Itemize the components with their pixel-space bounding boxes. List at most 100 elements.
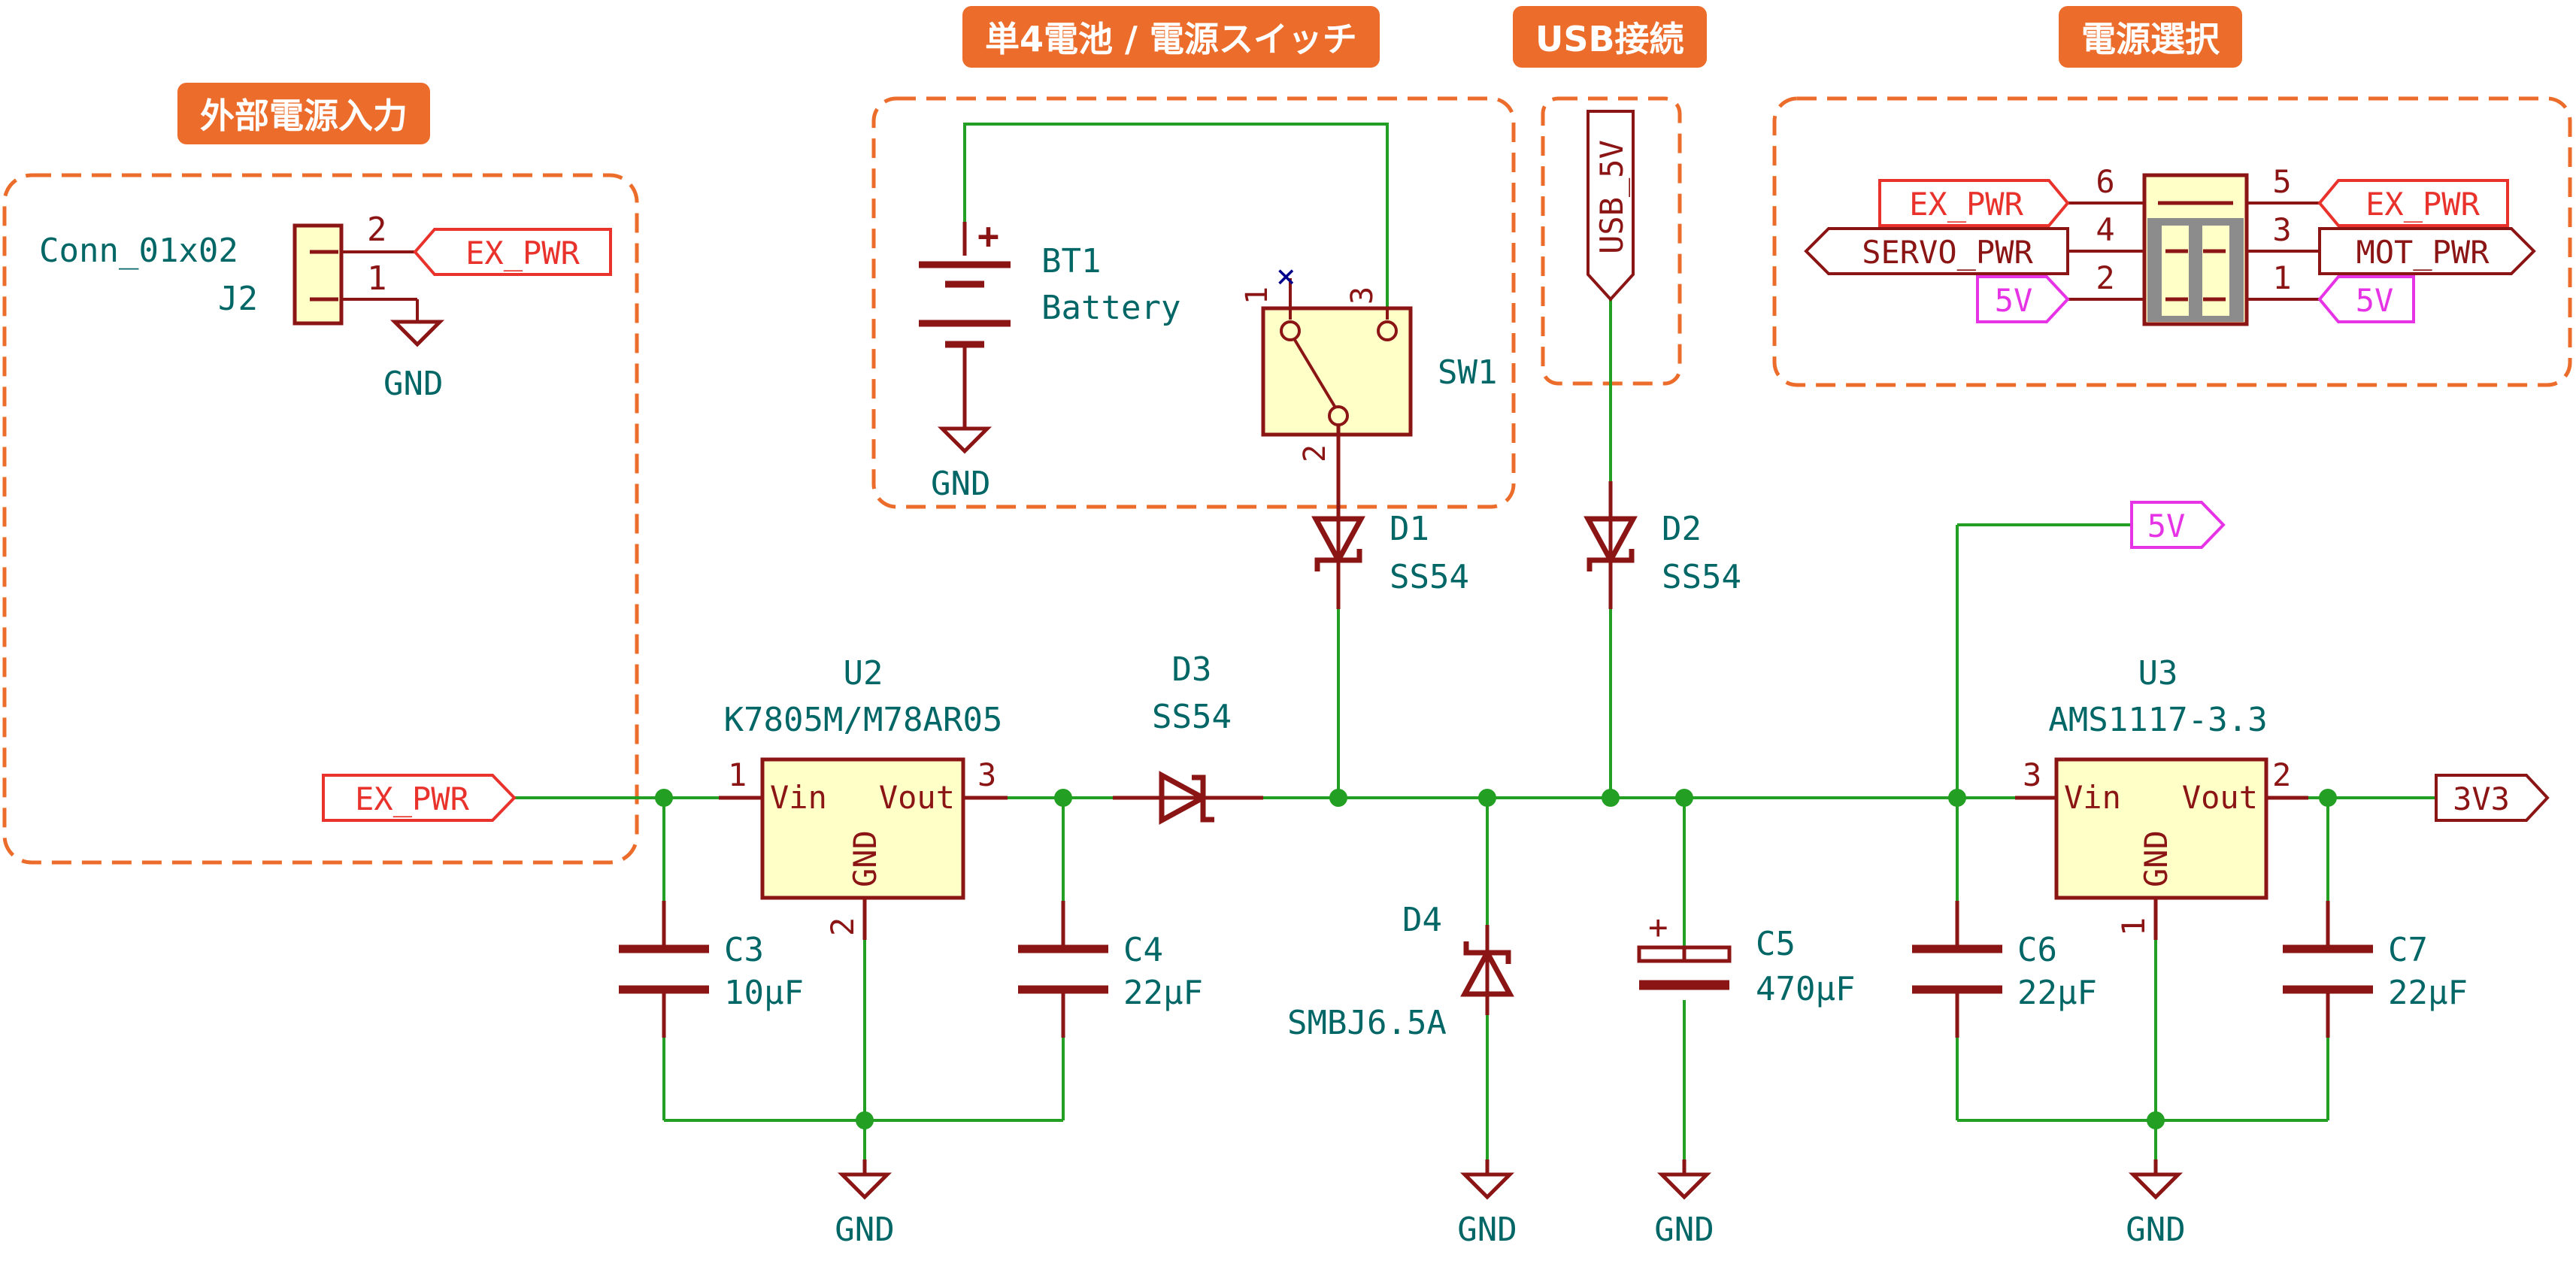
conn-ref: J2 [218, 280, 258, 318]
pin-number: 2 [824, 917, 861, 936]
svg-text:EX_PWR: EX_PWR [465, 235, 580, 271]
capacitor-c6: C6 22μF [1912, 901, 2097, 1038]
u2-value: K7805M/M78AR05 [724, 701, 1003, 739]
external-power-box [2, 173, 639, 865]
c4-value: 22μF [1123, 974, 1203, 1012]
svg-text:EX_PWR: EX_PWR [355, 781, 469, 817]
no-connect-icon: × [1276, 257, 1296, 296]
capacitor-c4: C4 22μF [1018, 901, 1203, 1038]
ground-icon [1662, 1159, 1707, 1197]
ground-icon [389, 320, 445, 347]
pin-number: 4 [2096, 211, 2114, 248]
svg-text:3V3: 3V3 [2453, 781, 2510, 817]
pin-number: 2 [2272, 756, 2291, 793]
net-label-ex-pwr-input: EX_PWR [322, 774, 517, 822]
c3-ref: C3 [724, 931, 764, 969]
c3-value: 10μF [724, 974, 804, 1012]
svg-text:MOT_PWR: MOT_PWR [2356, 234, 2490, 271]
svg-text:EX_PWR: EX_PWR [1909, 186, 2023, 223]
power-select-jumper: 6 4 2 5 3 1 [2068, 163, 2320, 326]
pin-number: 3 [977, 756, 996, 793]
switch-sw1: × 1 3 2 SW1 [1240, 257, 1497, 609]
d1-value: SS54 [1390, 558, 1469, 596]
pin-number: 6 [2096, 163, 2114, 200]
c5-value: 470μF [1756, 970, 1855, 1008]
u3-vin: Vin [2064, 779, 2121, 816]
u2-gnd: GND [847, 830, 883, 887]
ground-icon [842, 1159, 887, 1197]
pin-number: 3 [2272, 211, 2291, 248]
pin-number: 1 [367, 259, 387, 298]
junction-dot [1602, 789, 1620, 807]
u3-ref: U3 [2138, 654, 2178, 693]
u3-vout: Vout [2182, 779, 2258, 816]
capacitor-c3: C3 10μF [619, 901, 804, 1038]
pin-number: 2 [2096, 259, 2114, 296]
pin-number: 2 [1298, 444, 1332, 462]
svg-text:5V: 5V [2147, 508, 2186, 544]
gnd-label: GND [1654, 1211, 1714, 1249]
u2-vout: Vout [879, 779, 955, 816]
net-label-5v-sel-left: 5V [1976, 275, 2070, 323]
pin-number: 3 [1345, 286, 1380, 305]
section-title-external-power: 外部電源入力 [177, 83, 430, 144]
gnd-label: GND [2126, 1211, 2185, 1249]
diode-d2: D2 SS54 [1583, 481, 1741, 609]
junction-dot [2319, 789, 2337, 807]
svg-text:5V: 5V [1995, 282, 2033, 319]
c7-value: 22μF [2388, 974, 2468, 1012]
net-label-servo-pwr: SERVO_PWR [1804, 227, 2069, 275]
battery-plus: + [977, 215, 999, 257]
gnd-label: GND [835, 1211, 894, 1249]
connector-j2: Conn_01x02 J2 2 1 GND [39, 211, 445, 403]
pin-number: 2 [367, 211, 387, 249]
pin-number: 5 [2272, 163, 2291, 200]
diode-d4: D4 SMBJ6.5A [1287, 901, 1514, 1042]
d4-value: SMBJ6.5A [1287, 1004, 1447, 1042]
gnd-label: GND [1457, 1211, 1517, 1249]
ground-icon [2133, 1159, 2178, 1197]
d3-ref: D3 [1172, 650, 1212, 689]
section-title-battery-switch: 単4電池 / 電源スイッチ [962, 6, 1380, 68]
sw-ref: SW1 [1438, 353, 1497, 392]
u3-gnd: GND [2138, 830, 2174, 887]
net-label-5v: 5V [2130, 501, 2226, 549]
regulator-u3: Vin Vout GND 3 2 1 U3 AMS1117-3.3 [2015, 654, 2308, 940]
net-label-ex-pwr-sel-left: EX_PWR [1878, 179, 2070, 227]
gnd-label: GND [383, 365, 443, 403]
bt-ref: BT1 [1041, 242, 1101, 280]
c4-ref: C4 [1123, 931, 1163, 969]
u2-vin: Vin [770, 779, 827, 816]
usb-label: USB_5V [1593, 140, 1630, 254]
junction-dot [1054, 789, 1072, 807]
pin-number: 3 [2023, 756, 2041, 793]
junction-dot [1948, 789, 1966, 807]
ground-icon [937, 426, 993, 454]
svg-text:EX_PWR: EX_PWR [2365, 186, 2480, 223]
junction-dot [1675, 789, 1693, 807]
d2-ref: D2 [1662, 510, 1702, 548]
bt-value: Battery [1041, 289, 1180, 327]
d1-ref: D1 [1390, 510, 1429, 548]
u3-value: AMS1117-3.3 [2048, 701, 2267, 739]
svg-text:5V: 5V [2356, 282, 2394, 319]
gnd-label: GND [931, 465, 990, 503]
c6-ref: C6 [2017, 931, 2057, 969]
c7-ref: C7 [2388, 931, 2428, 969]
pin-number: 1 [2115, 917, 2152, 936]
regulator-u2: Vin Vout GND 1 3 2 U2 K7805M/M78AR05 [719, 654, 1008, 940]
battery-bt1: + BT1 Battery GND [919, 215, 1180, 503]
junction-dot [655, 789, 673, 807]
diode-d1: D1 SS54 [1311, 481, 1469, 609]
diode-d3: D3 SS54 [1113, 650, 1263, 825]
conn-name: Conn_01x02 [39, 232, 238, 270]
d2-value: SS54 [1662, 558, 1741, 596]
battery-box [871, 96, 1516, 509]
section-title-usb: USB接続 [1513, 6, 1707, 68]
pin-number: 1 [728, 756, 747, 793]
junctions [655, 789, 2337, 1129]
svg-text:SERVO_PWR: SERVO_PWR [1862, 234, 2033, 271]
capacitor-c5: + C5 470μF [1637, 908, 1855, 1008]
section-title-power-select: 電源選択 [2059, 6, 2242, 68]
c6-value: 22μF [2017, 974, 2097, 1012]
